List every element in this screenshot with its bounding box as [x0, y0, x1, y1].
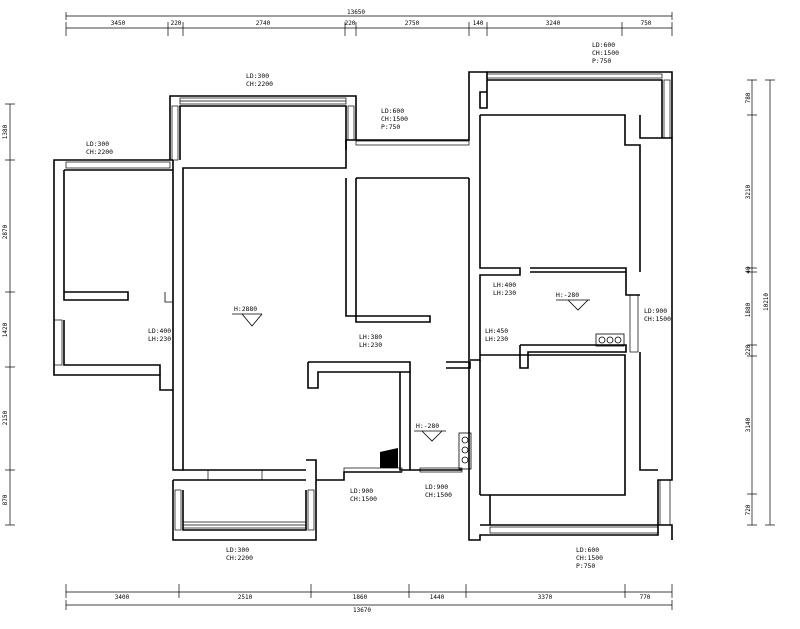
- kitchen-height-label: H:-280: [556, 291, 579, 299]
- right-dimension-7: 720: [745, 504, 752, 515]
- elevation-marker-icon: [414, 430, 446, 442]
- bottom-bay-label-2: CH:1500: [576, 554, 603, 562]
- elevation-marker-icon: [556, 299, 590, 311]
- living-opening-label-1: LD:400: [148, 327, 171, 335]
- living-opening-label-2: LH:230: [148, 335, 171, 343]
- bottom-dimension-1: 3400: [115, 594, 130, 601]
- right-window-label-1: LD:900: [644, 307, 667, 315]
- top-dimension-7: 3240: [546, 20, 561, 27]
- left-room-label-1: LD:300: [86, 140, 109, 148]
- bottom-overall-dimension: 13670: [353, 607, 371, 614]
- right-dimension-chain: [747, 79, 775, 526]
- living-height-label: H:2880: [234, 305, 257, 313]
- left-dimension-chain: [5, 103, 15, 526]
- bottom-dimension-2: 2510: [238, 594, 253, 601]
- left-dimension-1: 1380: [2, 124, 9, 139]
- top-balcony-label-2: CH:2200: [246, 80, 273, 88]
- bottom-balcony-label-2: CH:2200: [226, 554, 253, 562]
- left-dimension-2: 2870: [2, 224, 9, 239]
- right-overall-dimension: 10210: [763, 293, 770, 311]
- right-window-label-2: CH:1500: [644, 315, 671, 323]
- bath-opening-label-2: LH:230: [485, 335, 508, 343]
- elevation-marker-icon: [232, 313, 263, 327]
- stair-triangle-icon: [380, 448, 398, 468]
- top-dimension-4: 220: [345, 20, 356, 27]
- bottom-window-2-label-1: LD:900: [425, 483, 448, 491]
- top-dimension-chain: [65, 12, 673, 36]
- corridor-opening-label-2: LH:230: [359, 341, 382, 349]
- top-dimension-8: 750: [641, 20, 652, 27]
- top-balcony-label-1: LD:300: [246, 72, 269, 80]
- top-dimension-2: 220: [171, 20, 182, 27]
- bottom-balcony-label-1: LD:300: [226, 546, 249, 554]
- top-overall-dimension: 13650: [347, 9, 365, 16]
- windows: [53, 73, 671, 534]
- top-window-label-1: LD:600: [381, 107, 404, 115]
- bottom-dimension-5: 3370: [538, 594, 553, 601]
- left-dimension-4: 2150: [2, 410, 9, 425]
- stove-icon: [595, 333, 625, 347]
- bottom-dimension-3: 1860: [353, 594, 368, 601]
- top-dimension-5: 2750: [405, 20, 420, 27]
- bottom-dimension-chain: [65, 584, 673, 610]
- left-dimension-5: 870: [2, 494, 9, 505]
- left-room-label-2: CH:2200: [86, 148, 113, 156]
- bottom-window-1-label-1: LD:900: [350, 487, 373, 495]
- bottom-dimension-6: 770: [640, 594, 651, 601]
- top-bay-label-1: LD:600: [592, 41, 615, 49]
- right-dimension-6: 3140: [745, 417, 752, 432]
- bottom-bay-label-3: P:750: [576, 562, 595, 570]
- right-dimension-5: 220: [745, 344, 752, 355]
- top-dimension-3: 2740: [256, 20, 271, 27]
- bottom-window-1-label-2: CH:1500: [350, 495, 377, 503]
- top-window-label-3: P:750: [381, 123, 400, 131]
- walls: [53, 71, 673, 541]
- sink-icon: [458, 432, 472, 470]
- top-bay-label-3: P:750: [592, 57, 611, 65]
- right-dimension-1: 780: [745, 92, 752, 103]
- top-dimension-6: 140: [473, 20, 484, 27]
- top-bay-label-2: CH:1500: [592, 49, 619, 57]
- right-dimension-2: 3210: [745, 184, 752, 199]
- kitchen-opening-label-2: LH:230: [493, 289, 516, 297]
- left-dimension-3: 1420: [2, 322, 9, 337]
- kitchen-opening-label-1: LH:400: [493, 281, 516, 289]
- bath-opening-label-1: LH:450: [485, 327, 508, 335]
- bottom-bay-label-1: LD:600: [576, 546, 599, 554]
- bottom-dimension-4: 1440: [430, 594, 445, 601]
- top-dimension-1: 3450: [111, 20, 126, 27]
- bottom-window-2-label-2: CH:1500: [425, 491, 452, 499]
- right-dimension-3: 40: [745, 266, 752, 274]
- corridor-opening-label-1: LH:380: [359, 333, 382, 341]
- bath-height-label: H:-280: [416, 422, 439, 430]
- small-ledge: [164, 292, 173, 303]
- right-dimension-4: 1880: [745, 302, 752, 317]
- top-window-label-2: CH:1500: [381, 115, 408, 123]
